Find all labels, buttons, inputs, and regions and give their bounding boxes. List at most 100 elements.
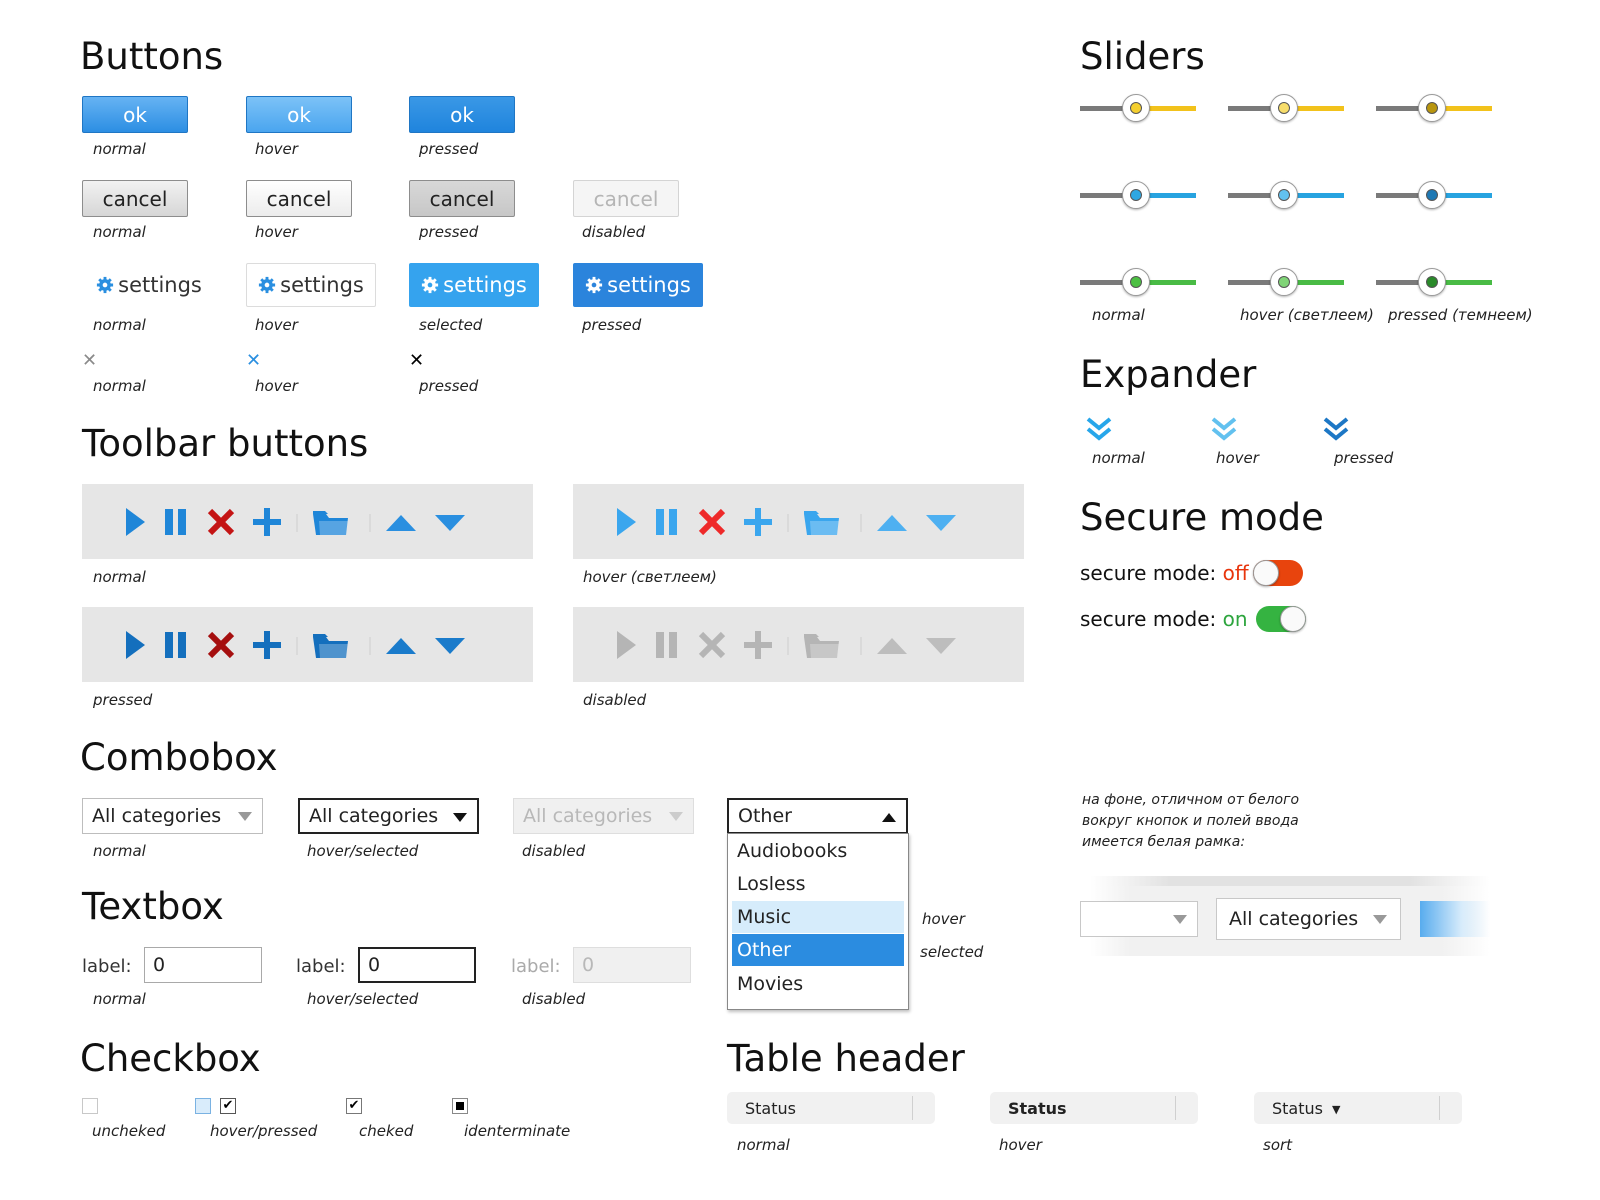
close-icon-hover[interactable]: ✕ <box>246 350 262 371</box>
delete-icon[interactable] <box>207 508 235 536</box>
secure-mode-text: secure mode: <box>1080 607 1223 631</box>
secure-mode-toggle-off[interactable] <box>1253 560 1303 586</box>
ok-button-normal[interactable]: ok <box>82 96 188 133</box>
textbox-normal[interactable]: 0 <box>144 947 262 983</box>
slider-green-hover[interactable] <box>1228 267 1344 297</box>
combobox-sample[interactable]: All categories <box>1217 899 1400 939</box>
caption: pressed (темнеем) <box>1388 306 1533 324</box>
play-icon[interactable] <box>126 508 145 536</box>
slider-green-normal[interactable] <box>1080 267 1196 297</box>
combobox-sample-partial[interactable] <box>1080 901 1198 937</box>
expander-chevron-icon-normal[interactable] <box>1085 416 1113 442</box>
section-title-buttons: Buttons <box>80 35 224 78</box>
checkbox-unchecked[interactable] <box>82 1098 98 1114</box>
arrow-down-icon[interactable] <box>435 638 465 654</box>
secure-mode-toggle-on[interactable] <box>1256 606 1306 632</box>
slider-thumb[interactable] <box>1270 94 1298 122</box>
pause-icon[interactable] <box>165 632 186 658</box>
folder-icon[interactable] <box>804 511 839 535</box>
slider-blue-pressed[interactable] <box>1376 180 1492 210</box>
expander-chevron-icon-pressed[interactable] <box>1322 416 1350 442</box>
settings-button-selected[interactable]: settings <box>409 263 539 307</box>
pause-icon[interactable] <box>656 509 677 535</box>
arrow-up-icon[interactable] <box>386 515 416 531</box>
dropdown-option[interactable]: Losless <box>737 873 806 895</box>
dropdown-option[interactable]: Movies <box>737 973 804 995</box>
checkbox-hover[interactable] <box>195 1098 211 1114</box>
slider-yellow-hover[interactable] <box>1228 93 1344 123</box>
cancel-button-hover[interactable]: cancel <box>246 180 352 217</box>
slider-thumb[interactable] <box>1122 268 1150 296</box>
delete-icon[interactable] <box>207 631 235 659</box>
combobox-normal[interactable]: All categories <box>82 798 263 834</box>
arrow-up-icon[interactable] <box>877 515 907 531</box>
pause-icon[interactable] <box>656 632 677 658</box>
cancel-button-normal[interactable]: cancel <box>82 180 188 217</box>
slider-thumb[interactable] <box>1270 181 1298 209</box>
arrow-up-icon[interactable] <box>386 638 416 654</box>
combobox-value: All categories <box>309 805 439 827</box>
settings-button-normal[interactable]: settings <box>90 263 208 307</box>
delete-icon[interactable] <box>698 508 726 536</box>
textbox-hover[interactable]: 0 <box>358 947 476 983</box>
arrow-down-icon[interactable] <box>435 515 465 531</box>
table-header-normal[interactable]: Status <box>727 1092 935 1124</box>
caption: pressed <box>419 140 479 158</box>
slider-green-pressed[interactable] <box>1376 267 1492 297</box>
dropdown-option[interactable]: Audiobooks <box>737 840 848 862</box>
ok-button-pressed[interactable]: ok <box>409 96 515 133</box>
slider-thumb[interactable] <box>1418 94 1446 122</box>
slider-track-left <box>1228 106 1284 111</box>
checkbox-pressed-checked[interactable]: ✔ <box>220 1098 236 1114</box>
dropdown-option-hover[interactable]: Music <box>732 901 904 933</box>
slider-thumb[interactable] <box>1270 268 1298 296</box>
slider-thumb[interactable] <box>1122 181 1150 209</box>
slider-yellow-pressed[interactable] <box>1376 93 1492 123</box>
checkbox-checked[interactable]: ✔ <box>346 1098 362 1114</box>
gear-icon <box>586 276 603 294</box>
slider-yellow-normal[interactable] <box>1080 93 1196 123</box>
slider-blue-normal[interactable] <box>1080 180 1196 210</box>
pause-icon[interactable] <box>165 509 186 535</box>
arrow-up-icon[interactable] <box>877 638 907 654</box>
table-header-hover[interactable]: Status <box>990 1092 1198 1124</box>
delete-icon[interactable] <box>698 631 726 659</box>
slider-track-left <box>1376 280 1432 285</box>
checkbox-indeterminate[interactable] <box>452 1098 468 1114</box>
caption: hover <box>255 140 298 158</box>
combobox-open[interactable]: Other <box>727 798 908 834</box>
folder-icon[interactable] <box>313 511 348 535</box>
add-icon[interactable] <box>253 631 281 659</box>
dropdown-option-selected[interactable]: Other <box>732 934 904 966</box>
add-icon[interactable] <box>253 508 281 536</box>
table-header-sort[interactable]: Status▼ <box>1254 1092 1462 1124</box>
play-icon[interactable] <box>617 508 636 536</box>
close-icon-pressed[interactable]: ✕ <box>409 350 425 371</box>
folder-icon[interactable] <box>804 634 839 658</box>
slider-track-right <box>1432 106 1492 111</box>
slider-thumb[interactable] <box>1122 94 1150 122</box>
slider-thumb[interactable] <box>1418 268 1446 296</box>
cancel-button-pressed[interactable]: cancel <box>409 180 515 217</box>
caption: hover (светлеем) <box>1240 306 1374 324</box>
settings-button-hover[interactable]: settings <box>246 263 376 307</box>
secure-mode-value-off: off <box>1222 561 1249 585</box>
combobox-hover[interactable]: All categories <box>298 798 479 834</box>
add-icon[interactable] <box>744 631 772 659</box>
play-icon[interactable] <box>126 631 145 659</box>
close-icon-normal[interactable]: ✕ <box>82 350 98 371</box>
arrow-down-icon[interactable] <box>926 638 956 654</box>
settings-button-pressed[interactable]: settings <box>573 263 703 307</box>
expander-chevron-icon-hover[interactable] <box>1210 416 1238 442</box>
play-icon[interactable] <box>617 631 636 659</box>
arrow-down-icon[interactable] <box>926 515 956 531</box>
add-icon[interactable] <box>744 508 772 536</box>
ok-button-sample-partial[interactable] <box>1420 901 1490 937</box>
caption: identerminate <box>464 1122 571 1140</box>
folder-icon[interactable] <box>313 634 348 658</box>
slider-blue-hover[interactable] <box>1228 180 1344 210</box>
slider-thumb[interactable] <box>1418 181 1446 209</box>
caption: hover <box>1216 449 1259 467</box>
combobox-value: All categories <box>92 805 222 827</box>
ok-button-hover[interactable]: ok <box>246 96 352 133</box>
